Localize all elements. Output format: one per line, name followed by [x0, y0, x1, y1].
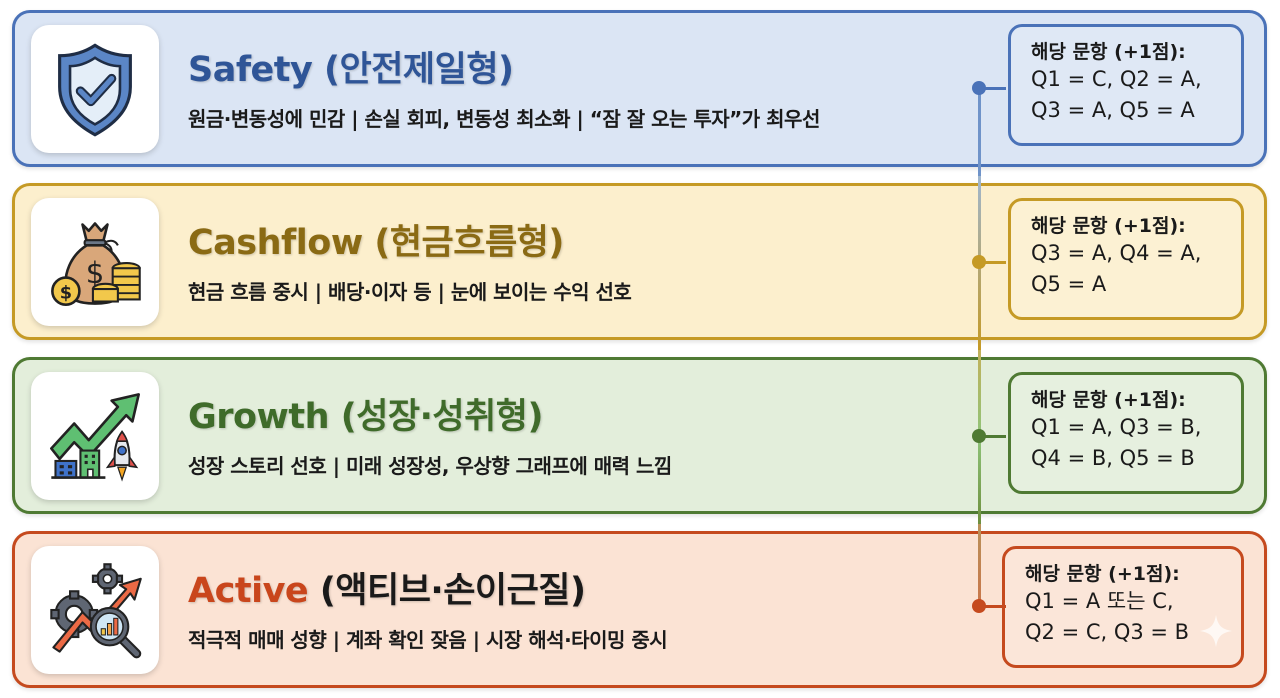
connector-dot-growth: [972, 429, 986, 443]
card-description-cashflow: 현금 흐름 중시 | 배당·이자 등 | 눈에 보이는 수익 선호: [188, 280, 632, 304]
icon-box-growth: [31, 372, 159, 500]
money-bag-icon: $ $: [51, 222, 141, 306]
card-safety: Safety (안전제일형) 원금·변동성에 민감 | 손실 회피, 변동성 최…: [12, 10, 1267, 167]
connector-dot-safety: [972, 81, 986, 95]
card-title-growth: Growth (성장·성취형): [188, 388, 544, 439]
card-title-safety: Safety (안전제일형): [188, 41, 514, 92]
card-description-safety: 원금·변동성에 민감 | 손실 회피, 변동성 최소화 | “잠 잘 오는 투자…: [188, 107, 820, 131]
connector-dot-cashflow: [972, 255, 986, 269]
points-header: 해당 문항 (+1점):: [1031, 41, 1186, 63]
connector-stub-cashflow: [984, 261, 1006, 264]
points-header: 해당 문항 (+1점):: [1031, 215, 1186, 237]
points-line: Q1 = C, Q2 = A,: [1031, 67, 1202, 91]
points-line: Q1 = A 또는 C,: [1025, 589, 1174, 613]
points-box-growth: 해당 문항 (+1점): Q1 = A, Q3 = B, Q4 = B, Q5 …: [1008, 372, 1244, 494]
points-box-active: 해당 문항 (+1점): Q1 = A 또는 C, Q2 = C, Q3 = B: [1002, 546, 1244, 668]
connector-stub-active: [984, 605, 1006, 608]
icon-box-active: [31, 546, 159, 674]
points-line: Q1 = A, Q3 = B,: [1031, 415, 1202, 439]
title-en: Cashflow: [188, 223, 363, 263]
title-ko: (액티브·손이근질): [319, 571, 586, 611]
card-description-growth: 성장 스토리 선호 | 미래 성장성, 우상향 그래프에 매력 느낌: [188, 454, 672, 478]
points-line: Q5 = A: [1031, 272, 1107, 296]
points-line: Q3 = A, Q4 = A,: [1031, 241, 1202, 265]
connector-stub-safety: [984, 87, 1006, 90]
sparkle-icon: [1199, 614, 1233, 648]
connector-stub-growth: [984, 435, 1006, 438]
title-ko: (안전제일형): [324, 50, 514, 90]
svg-text:$: $: [86, 256, 105, 290]
points-box-cashflow: 해당 문항 (+1점): Q3 = A, Q4 = A, Q5 = A: [1008, 198, 1244, 320]
card-title-cashflow: Cashflow (현금흐름형): [188, 214, 564, 265]
title-en: Active: [188, 571, 309, 611]
card-title-active: Active (액티브·손이근질): [188, 562, 586, 613]
icon-box-cashflow: $ $: [31, 198, 159, 326]
points-line: Q2 = C, Q3 = B: [1025, 620, 1190, 644]
connector-line-blue: [978, 88, 981, 176]
svg-text:$: $: [60, 283, 72, 303]
title-ko: (성장·성취형): [340, 397, 544, 437]
connector-line-orange: [978, 524, 981, 606]
card-description-active: 적극적 매매 성향 | 계좌 확인 잦음 | 시장 해석·타이밍 중시: [188, 628, 668, 652]
points-header: 해당 문항 (+1점):: [1031, 389, 1186, 411]
title-ko: (현금흐름형): [374, 223, 564, 263]
points-header: 해당 문항 (+1점):: [1025, 563, 1180, 585]
card-active: Active (액티브·손이근질) 적극적 매매 성향 | 계좌 확인 잦음 |…: [12, 531, 1267, 688]
card-cashflow: $ $ Cashflow (현금흐름형) 현금 흐름 중시 | 배당·이자 등 …: [12, 183, 1267, 340]
gear-magnifier-chart-icon: [50, 563, 142, 659]
icon-box-safety: [31, 25, 159, 153]
connector-dot-active: [972, 599, 986, 613]
title-en: Safety: [188, 50, 313, 90]
shield-check-icon: [58, 43, 132, 137]
growth-rocket-icon: [50, 393, 140, 482]
points-line: Q4 = B, Q5 = B: [1031, 446, 1195, 470]
points-box-safety: 해당 문항 (+1점): Q1 = C, Q2 = A, Q3 = A, Q5 …: [1008, 24, 1244, 146]
card-growth: Growth (성장·성취형) 성장 스토리 선호 | 미래 성장성, 우상향 …: [12, 357, 1267, 514]
points-line: Q3 = A, Q5 = A: [1031, 98, 1195, 122]
title-en: Growth: [188, 397, 330, 437]
